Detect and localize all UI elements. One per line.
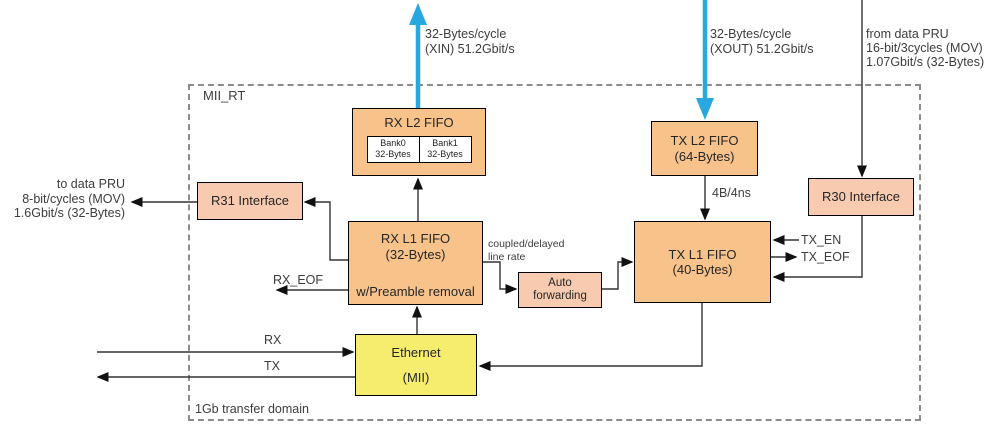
xout-label-line2: (XOUT) 51.2Gbit/s [710,42,814,56]
tx-label: TX [264,359,280,373]
autofwd-to-txl1-wire [602,257,634,290]
bank0-size: 32-Bytes [375,149,411,159]
r31-interface-title: R31 Interface [210,193,290,209]
to-data-pru-label: to data PRU 8-bit/cycles (MOV) 1.6Gbit/s… [0,177,125,221]
boundary-title: MII_RT [203,88,246,103]
xin-label-line2: (XIN) 51.2Gbit/s [425,42,515,56]
xin-label-line1: 32-Bytes/cycle [425,27,507,41]
bank1-cell: Bank1 32-Bytes [418,135,472,163]
tx-l2-fifo-block: TX L2 FIFO (64-Bytes) [651,121,758,176]
auto-forwarding-block: Auto forwarding [518,272,602,308]
tx-l1-fifo-block: TX L1 FIFO (40-Bytes) [634,221,771,303]
tx-eof-label: TX_EOF [801,250,850,264]
tx-l2-fifo-title: TX L2 FIFO [670,133,739,148]
rx-label: RX [264,333,282,347]
rx-l1-fifo-title: RX L1 FIFO [380,231,451,246]
tx-l1-fifo-title: TX L1 FIFO [668,246,737,262]
mii-rt-boundary-box [188,84,921,421]
ethernet-block: Ethernet (MII) [355,334,477,396]
tx-l2-fifo-size: (64-Bytes) [674,148,735,164]
coupled-delayed-line2: line rate [488,250,526,263]
4b4ns-label: 4B/4ns [712,186,751,200]
xin-arrow [409,3,427,108]
auto-forwarding-line1: Auto [548,276,572,289]
xin-label: 32-Bytes/cycle (XIN) 51.2Gbit/s [425,27,515,57]
rxl1-to-autofwd-wire [483,261,518,294]
to-data-pru-line1: to data PRU [56,177,125,191]
rx-l1-fifo-note: w/Preamble removal [356,283,475,299]
from-data-pru-label: from data PRU 16-bit/3cycles (MOV) 1.07G… [866,27,984,69]
from-data-pru-line2: 16-bit/3cycles (MOV) [866,41,983,55]
bank1-name: Bank1 [432,137,458,148]
xout-label-line1: 32-Bytes/cycle [710,27,792,41]
bank0-name: Bank0 [380,137,406,148]
rxl1-to-r31-wire [303,197,348,261]
bank1-size: 32-Bytes [427,149,463,159]
tx-en-label: TX_EN [801,233,842,247]
ethernet-title: Ethernet [391,345,441,360]
rx-l2-fifo-banks: Bank0 32-Bytes Bank1 32-Bytes [366,135,472,163]
rx-l2-fifo-title: RX L2 FIFO [384,115,454,130]
ethernet-sub: (MII) [402,369,430,385]
auto-forwarding-line2: forwarding [533,290,587,302]
xout-label: 32-Bytes/cycle (XOUT) 51.2Gbit/s [710,27,814,57]
xout-arrow [696,0,714,120]
rx-l1-fifo-size: (32-Bytes) [385,246,446,262]
from-data-pru-line3: 1.07Gbit/s (32-Bytes) [866,55,985,69]
r30-to-txl1-wire [772,216,863,282]
r30-interface-block: R30 Interface [808,178,914,216]
transfer-domain-label: 1Gb transfer domain [195,402,309,416]
coupled-delayed-label: coupled/delayed line rate [488,238,564,263]
txl1-to-eth-wire [478,303,703,371]
bank0-cell: Bank0 32-Bytes [366,135,420,163]
to-data-pru-line2: 8-bit/cycles (MOV) [22,191,125,206]
to-data-pru-line3: 1.6Gbit/s (32-Bytes) [13,206,125,220]
r30-interface-title: R30 Interface [821,189,901,205]
coupled-delayed-line1: coupled/delayed [488,238,565,250]
rx-l1-fifo-block: RX L1 FIFO (32-Bytes) w/Preamble removal [348,221,483,305]
tx-l1-fifo-size: (40-Bytes) [672,262,733,277]
rx-eof-label: RX_EOF [273,273,324,287]
from-data-pru-line1: from data PRU [866,27,949,41]
r31-interface-block: R31 Interface [197,182,303,220]
rx-l2-fifo-block: RX L2 FIFO Bank0 32-Bytes Bank1 32-Bytes [352,108,486,176]
